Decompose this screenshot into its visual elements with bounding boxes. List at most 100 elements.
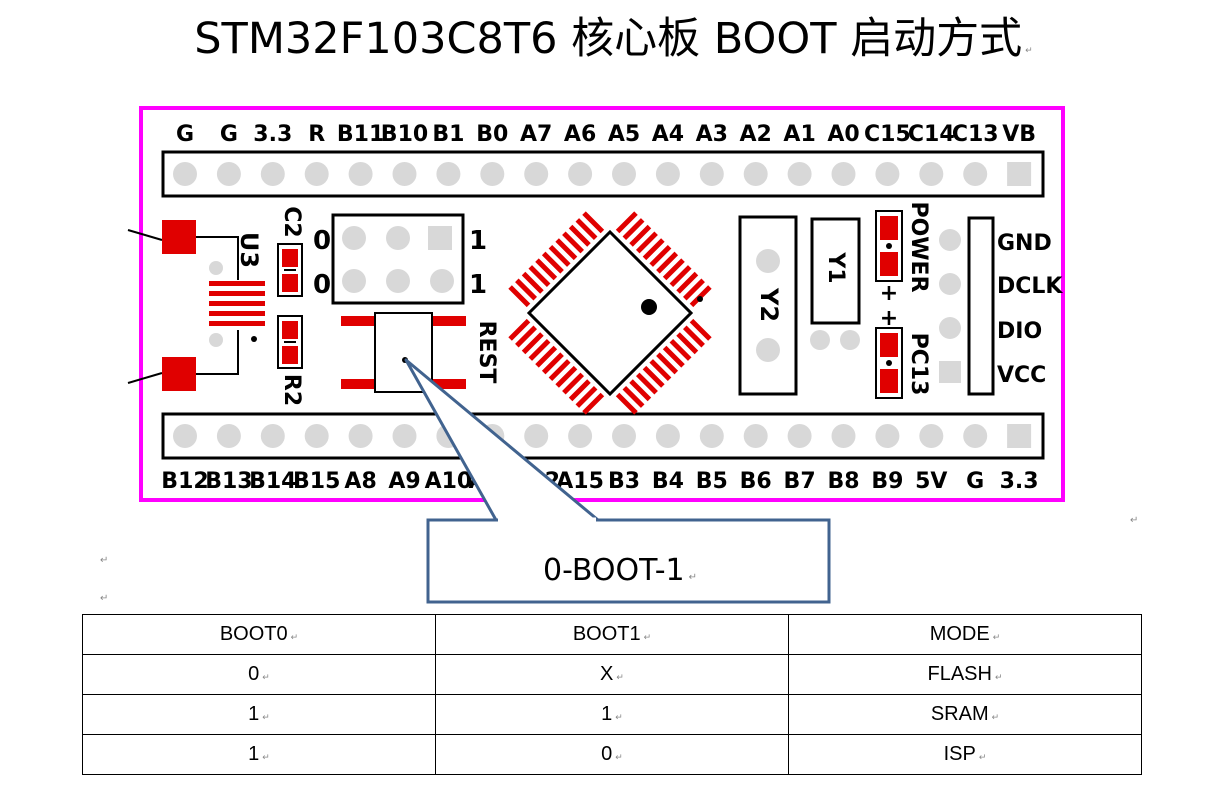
paragraph-mark: ↵ [100,593,109,604]
top-pin-label: R [308,122,325,147]
table-cell: 1↵ [82,694,436,735]
r2-label: R2 [279,374,304,406]
bottom-pin-hole [831,424,856,448]
bottom-pin-hole [216,424,241,448]
pc13-plus: + [880,306,898,331]
power-label: POWER [906,201,931,292]
bottom-pin-label: B8 [827,469,859,494]
c2-component [277,243,303,297]
table-cell: 0↵ [82,654,436,695]
swd-pin-label: DIO [997,319,1042,344]
swd-header [967,216,995,396]
top-pin-hole [787,162,812,186]
top-pin-hole [524,162,549,186]
bottom-pin-hole [260,424,285,448]
top-pin-hole [655,162,680,186]
top-pin-label: B1 [432,122,464,147]
bottom-pin-label: B4 [652,469,684,494]
bottom-pin-label: 5V [915,469,947,494]
callout-text: 0-BOOT-1 [543,553,685,588]
bottom-pin-label: B5 [696,469,728,494]
table-header-cell: BOOT1↵ [435,614,789,655]
table-header-cell: BOOT0↵ [82,614,436,655]
bottom-pin-hole [743,424,768,448]
pc13-label: PC13 [906,333,931,396]
table-cell: X↵ [435,654,789,695]
y1-label: Y1 [823,251,848,283]
bottom-pin-label: B12 [161,469,208,494]
bottom-pin-label: A8 [344,469,376,494]
top-pin-label: C13 [952,122,999,147]
pc13-led [875,327,903,399]
top-pin-hole [919,162,944,186]
y1-crystal [810,217,861,325]
top-pin-label: A3 [696,122,728,147]
bottom-pin-hole [787,424,812,448]
u3-label: U3 [235,232,263,268]
bottom-pin-hole [963,424,988,448]
power-plus: + [880,281,898,306]
paragraph-mark: ↵ [689,572,697,583]
bottom-pin-label: A9 [388,469,420,494]
bottom-pin-hole [919,424,944,448]
top-pin-label: B11 [337,122,384,147]
bottom-pin-hole [1007,424,1032,448]
callout-box [426,518,831,604]
bottom-pin-hole [392,424,417,448]
table-row: 1↵ 1↵ SRAM↵ [82,694,1142,735]
top-pin-hole [216,162,241,186]
r2-component [277,315,303,369]
c2-label: C2 [279,206,304,237]
bottom-pin-label: B9 [871,469,903,494]
top-pin-label: B10 [381,122,428,147]
table-header-row: BOOT0↵ BOOT1↵ MODE↵ [82,614,1142,655]
table-cell: FLASH↵ [788,654,1142,695]
swd-pin-label: DCLK [997,274,1063,299]
paragraph-mark: ↵ [100,555,109,566]
bottom-pin-label: B3 [608,469,640,494]
top-pin-label: A1 [783,122,815,147]
top-pin-label: B0 [476,122,508,147]
top-header [161,150,1045,198]
jumper-right-label: 1 [469,270,487,300]
boot-jumper [331,213,465,305]
table-cell: 0↵ [435,734,789,775]
bottom-pin-label: B13 [205,469,252,494]
bottom-pin-label: B14 [249,469,296,494]
top-pin-label: A2 [740,122,772,147]
bottom-pin-hole [173,424,197,448]
board-outline [139,106,1065,502]
top-pin-label: G [220,122,238,147]
y2-label: Y2 [755,287,783,322]
top-pin-label: 3.3 [253,122,292,147]
bottom-pin-label: A10 [425,469,473,494]
bottom-pin-hole [875,424,900,448]
table-cell: 1↵ [435,694,789,735]
swd-pin-label: GND [997,231,1052,256]
table-cell: SRAM↵ [788,694,1142,735]
jumper-left-label: 0 [313,270,331,300]
mcu-chip [526,229,694,397]
top-pin-label: G [176,122,194,147]
top-pin-hole [173,162,197,186]
top-pin-hole [568,162,593,186]
usb-connector [127,220,265,391]
bottom-pin-hole [524,424,549,448]
top-pin-label: A4 [652,122,684,147]
top-pin-hole [1007,162,1032,186]
svg-text:0-BOOT-1↵: 0-BOOT-1 ↵ [543,553,697,588]
paragraph-mark: ↵ [1130,515,1139,526]
mcu-pin1-dot [641,299,657,315]
top-pin-hole [831,162,856,186]
bottom-pin-hole [612,424,636,448]
reset-button [341,312,466,393]
table-cell: 1↵ [82,734,436,775]
top-pin-label: A5 [608,122,640,147]
top-pin-hole [260,162,285,186]
top-pin-hole [392,162,417,186]
bottom-pin-hole [699,424,724,448]
top-pin-label: C15 [864,122,911,147]
top-pin-label: C14 [908,122,955,147]
table-cell: ISP↵ [788,734,1142,775]
